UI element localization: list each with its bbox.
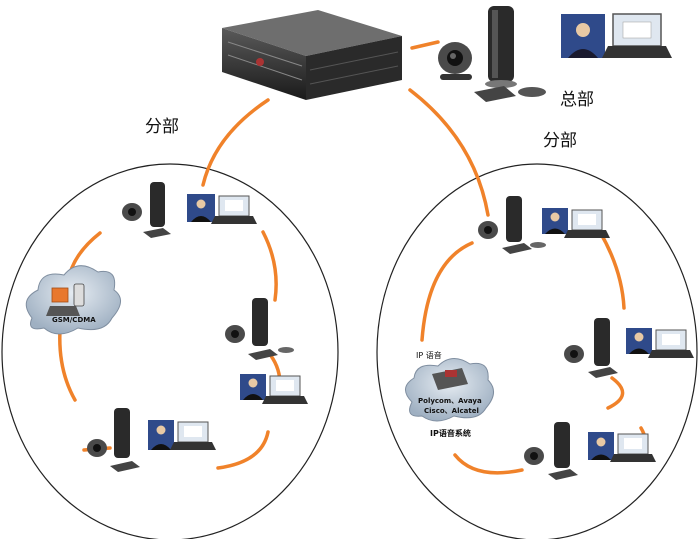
camera-icon (524, 447, 544, 465)
camera-icon (564, 345, 584, 363)
label-ip-vendors-2: Cisco、Alcatel (424, 407, 479, 415)
camera-icon (122, 203, 142, 221)
label-ip-voice: IP 语音 (416, 350, 442, 360)
label-ip-vendors-1: Polycom、Avaya (418, 397, 482, 405)
label-branch-right: 分部 (543, 131, 577, 151)
camera-icon (87, 439, 107, 457)
codec-box-icon (594, 318, 610, 366)
phone-icon (432, 368, 468, 390)
monitor-icon (561, 14, 605, 58)
camera-icon (438, 42, 472, 80)
monitor-icon (148, 420, 174, 450)
camera-icon (225, 325, 245, 343)
branch-left-circle (1, 163, 339, 539)
laptop-icon (170, 421, 216, 450)
right-endpoint-top (478, 196, 610, 254)
link-hq-to-left (201, 98, 270, 187)
left-endpoint-right (225, 298, 294, 360)
gsm-cloud-icon: GSM/CDMA (25, 265, 121, 335)
laptop-icon (262, 375, 308, 404)
right-endpoint-bottom (524, 422, 656, 480)
cloud-icon (405, 358, 494, 422)
codec-box-icon (554, 422, 570, 468)
link-hq-to-right (408, 88, 490, 217)
branch-right-circle (376, 163, 698, 539)
codec-box-icon (485, 6, 517, 88)
codec-box-icon (252, 298, 268, 346)
laptop-icon (610, 433, 656, 462)
left-endpoint-top (122, 182, 257, 238)
hq-monitor (561, 13, 672, 58)
phone-icon (73, 283, 85, 307)
left-monitor-right (240, 374, 308, 404)
remote-icon (474, 86, 546, 102)
monitor-icon (240, 374, 266, 400)
label-branch-left: 分部 (145, 117, 179, 137)
monitor-icon (626, 328, 652, 354)
monitor-icon (542, 208, 568, 234)
left-endpoint-bottom (87, 408, 216, 472)
monitor-icon (588, 432, 614, 460)
monitor-icon (187, 194, 215, 222)
codec-box-icon (114, 408, 130, 458)
label-ip-system: IP语音系统 (430, 428, 471, 438)
hq-endpoint (438, 6, 546, 102)
camera-icon (478, 221, 498, 239)
ip-voice-cloud: IP 语音 Polycom、Avaya Cisco、Alcatel IP语音系统 (405, 350, 494, 438)
laptop-icon (648, 329, 694, 358)
right-endpoint-middle (564, 318, 694, 378)
laptop-icon (602, 13, 672, 58)
codec-box-icon (506, 196, 522, 242)
codec-box-icon (150, 182, 165, 227)
phone-icon (51, 287, 69, 303)
mcu-server-icon (222, 10, 402, 100)
laptop-icon (564, 209, 610, 238)
label-gsm: GSM/CDMA (52, 316, 96, 324)
network-links (58, 40, 648, 475)
label-hq: 总部 (560, 90, 594, 110)
link-mcu-to-hq-camera (410, 40, 440, 50)
laptop-icon (211, 195, 257, 224)
